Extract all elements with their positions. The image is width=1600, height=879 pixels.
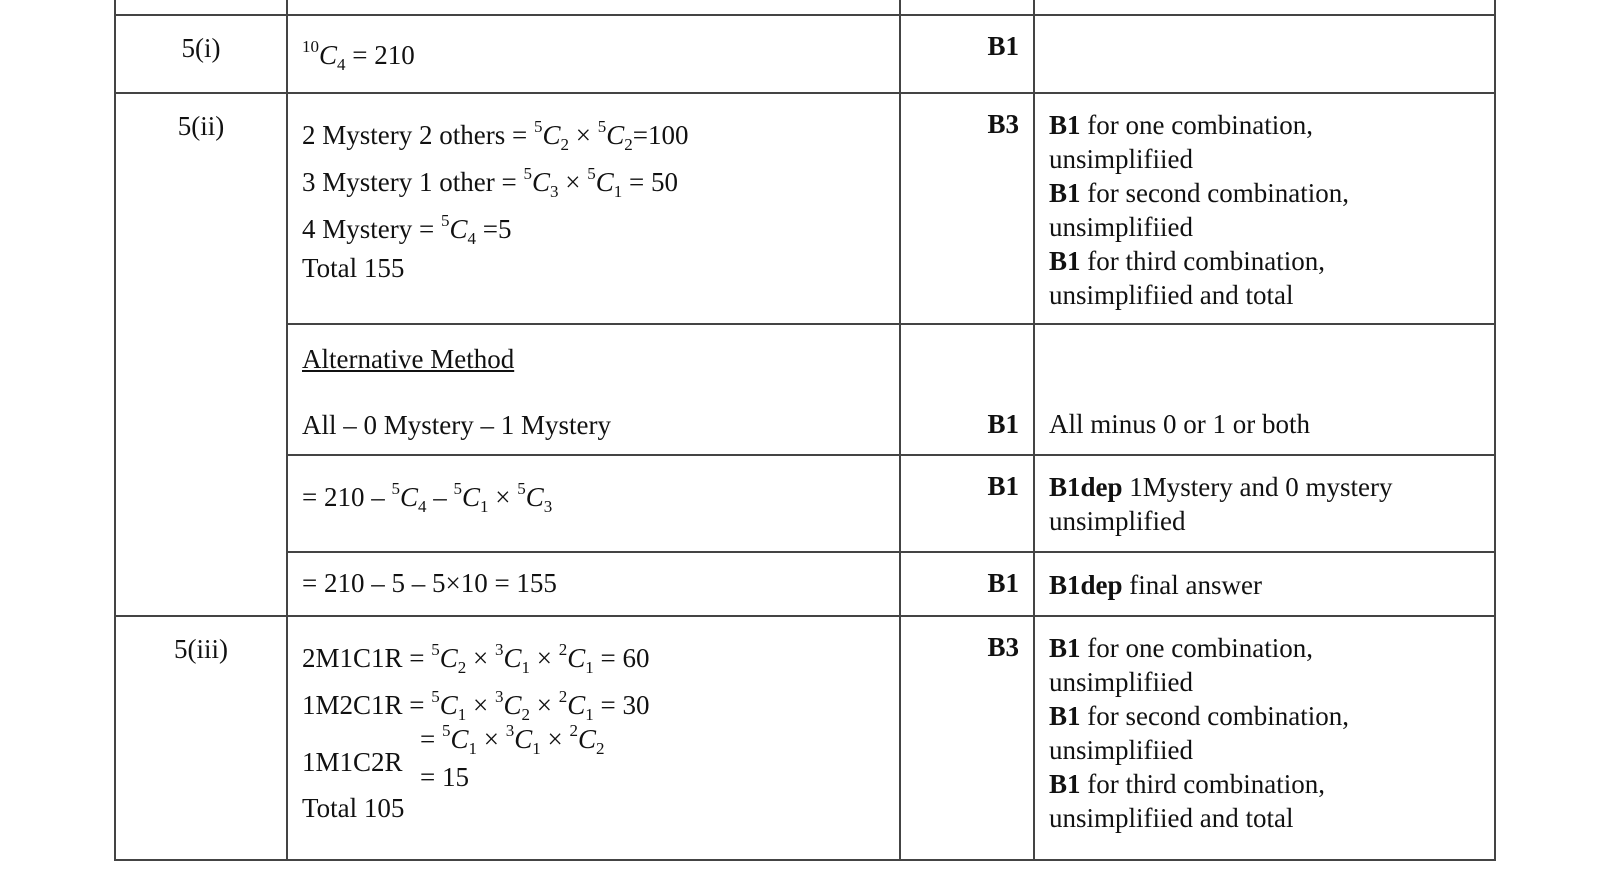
answer-line-2: 3 Mystery 1 other = 5C3 × 5C1 = 50 bbox=[302, 164, 678, 201]
table-row-alt3: = 210 – 5 – 5×10 = 155 B1 B1dep final an… bbox=[115, 551, 1496, 617]
guidance-line: B1 for second combination, bbox=[1049, 178, 1349, 208]
mark-cell: B1 bbox=[899, 454, 1035, 553]
mark-cell: B3 bbox=[899, 92, 1035, 325]
table-row-alt2: = 210 – 5C4 – 5C1 × 5C3 B1 B1dep 1Myster… bbox=[115, 454, 1496, 553]
alt-method-heading: Alternative Method bbox=[302, 344, 515, 374]
table-row-5ii: 5(ii) 2 Mystery 2 others = 5C2 × 5C2=100… bbox=[114, 92, 1496, 617]
answer-line-4: Total 155 bbox=[302, 253, 405, 283]
guidance-line: B1 for third combination, bbox=[1049, 246, 1325, 276]
question-number: 5(iii) bbox=[114, 615, 288, 861]
answer-cell: 2 Mystery 2 others = 5C2 × 5C2=100 3 Mys… bbox=[286, 92, 901, 325]
guidance-cell: B1dep 1Mystery and 0 mystery unsimplifie… bbox=[1033, 454, 1496, 553]
answer-line-2: 1M2C1R = 5C1 × 3C2 × 2C1 = 30 bbox=[302, 687, 650, 724]
combination-n: 10 bbox=[302, 37, 319, 56]
guidance-cell: All minus 0 or 1 or both bbox=[1033, 323, 1496, 456]
table-row-5i: 5(i) 10C4 = 210 B1 bbox=[114, 14, 1496, 94]
combination-r: 4 bbox=[337, 55, 346, 74]
mark-scheme-table: 5(i) 10C4 = 210 B1 5(ii) 2 Mystery 2 oth… bbox=[114, 0, 1496, 861]
alt-method-line: All – 0 Mystery – 1 Mystery bbox=[302, 409, 611, 440]
answer-line-1: 2 Mystery 2 others = 5C2 × 5C2=100 bbox=[302, 117, 689, 154]
answer-cell: = 210 – 5C4 – 5C1 × 5C3 bbox=[286, 454, 901, 553]
guidance-cell: B1 for one combination, unsimplifiied B1… bbox=[1033, 92, 1496, 325]
answer-line-3: 1M1C2R = 5C1 × 3C1 × 2C2 = 15 bbox=[302, 721, 605, 792]
guidance-cell bbox=[1033, 14, 1496, 94]
guidance-line: B1 for one combination, bbox=[1049, 110, 1313, 140]
answer-cell: = 210 – 5 – 5×10 = 155 bbox=[286, 551, 901, 617]
answer-cell: Alternative Method All – 0 Mystery – 1 M… bbox=[286, 323, 901, 456]
question-number: 5(i) bbox=[114, 14, 288, 94]
guidance-cell: B1dep final answer bbox=[1033, 551, 1496, 617]
guidance-line: unsimplifiied and total bbox=[1049, 280, 1294, 310]
question-number: 5(ii) bbox=[114, 92, 288, 617]
guidance-line: unsimplifiied bbox=[1049, 212, 1193, 242]
answer-line-1: 2M1C1R = 5C2 × 3C1 × 2C1 = 60 bbox=[302, 640, 650, 677]
guidance-line: unsimplifiied bbox=[1049, 144, 1193, 174]
answer-line-3: 4 Mystery = 5C4 =5 bbox=[302, 211, 512, 248]
mark-cell: B1 bbox=[899, 551, 1035, 617]
table-row-top bbox=[114, 0, 1496, 16]
answer-total: Total 105 bbox=[302, 793, 405, 823]
table-row-5iii: 5(iii) 2M1C1R = 5C2 × 3C1 × 2C1 = 60 1M2… bbox=[114, 615, 1496, 861]
answer-cell: 2M1C1R = 5C2 × 3C1 × 2C1 = 60 1M2C1R = 5… bbox=[286, 615, 901, 861]
combination-c: C bbox=[319, 40, 338, 70]
answer-cell: 10C4 = 210 bbox=[286, 14, 901, 94]
mark-cell: B3 bbox=[899, 615, 1035, 861]
table-row-alt: Alternative Method All – 0 Mystery – 1 M… bbox=[115, 323, 1496, 456]
answer-result: = 210 bbox=[345, 40, 415, 70]
mark-cell: B1 bbox=[899, 323, 1035, 456]
mark-cell: B1 bbox=[899, 14, 1035, 94]
guidance-cell: B1 for one combination, unsimplifiied B1… bbox=[1033, 615, 1496, 861]
